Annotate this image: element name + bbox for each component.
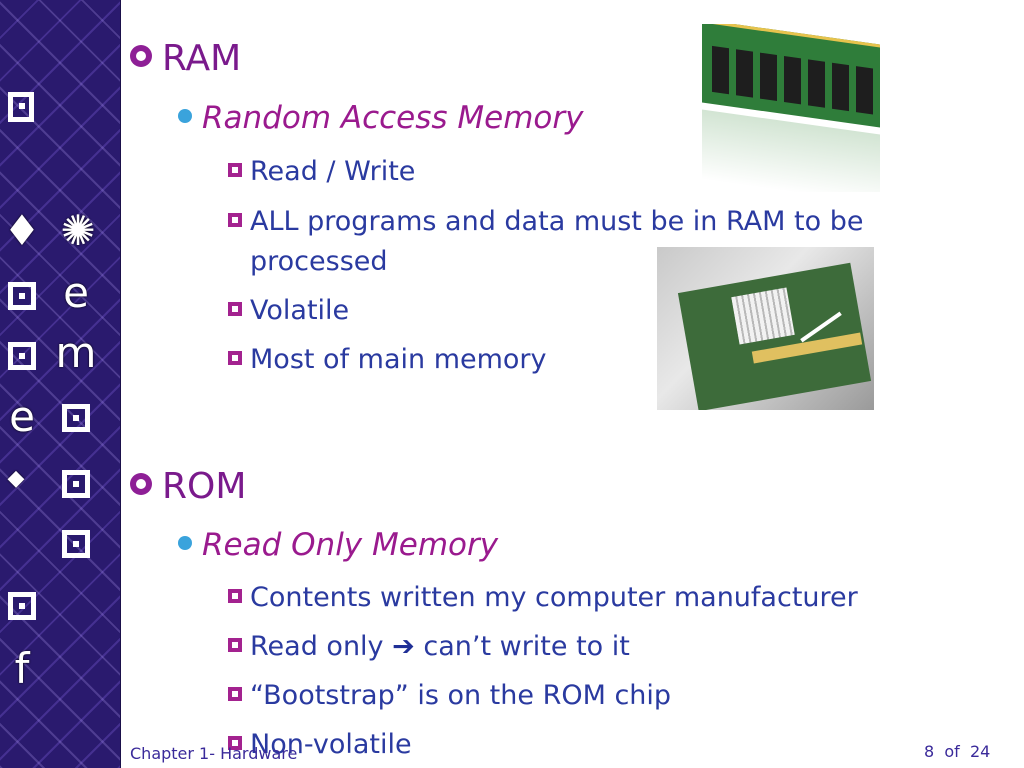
point-bullet-icon	[228, 686, 242, 701]
ram-stick	[702, 24, 880, 128]
heatsink	[731, 287, 795, 345]
subheading-rom: Read Only Memory	[178, 527, 498, 563]
point-main-memory: Most of main memory	[228, 344, 547, 375]
point-all-programs-continued: processed	[250, 246, 388, 277]
decorative-strip: ♦ ✺ e m e ◆ f	[0, 0, 121, 768]
square-glyph-icon	[62, 470, 90, 498]
square-glyph-icon	[62, 404, 90, 432]
symbol-glyph-icon: m	[55, 328, 97, 377]
arrow-right-icon: ➔	[392, 631, 415, 662]
point-volatile: Volatile	[228, 295, 349, 326]
point-bullet-icon	[228, 637, 242, 652]
point-non-volatile: Non-volatile	[228, 729, 412, 760]
memory-chip	[808, 59, 825, 108]
square-glyph-icon	[62, 530, 90, 558]
point-bootstrap: “Bootstrap” is on the ROM chip	[228, 680, 671, 711]
memory-chip	[712, 45, 729, 95]
subheading-ram: Random Access Memory	[178, 100, 583, 136]
point-bullet-icon	[228, 735, 242, 750]
memory-chip	[736, 49, 753, 98]
footer-page-number: 8 of 24	[924, 742, 991, 761]
point-bullet-icon	[228, 162, 242, 177]
heading-bullet-icon	[130, 473, 152, 495]
square-glyph-icon	[8, 592, 36, 620]
sparkle-glyph-icon: ✺	[60, 206, 96, 255]
square-glyph-icon	[8, 282, 36, 310]
dot-glyph-icon: ◆	[7, 466, 25, 491]
point-bullet-icon	[228, 350, 242, 365]
heading-ram: RAM	[130, 38, 241, 79]
symbol-glyph-icon: e	[63, 268, 89, 317]
diamond-glyph-icon: ♦	[3, 206, 41, 255]
memory-chip	[832, 62, 849, 112]
motherboard-image	[657, 247, 874, 410]
point-bullet-icon	[228, 212, 242, 227]
symbol-glyph-icon: f	[14, 644, 30, 693]
point-all-programs: ALL programs and data must be in RAM to …	[228, 206, 863, 237]
square-glyph-icon	[8, 342, 36, 370]
point-read-write: Read / Write	[228, 156, 415, 187]
symbol-glyph-icon: e	[9, 392, 35, 441]
square-glyph-icon	[8, 92, 34, 122]
heading-bullet-icon	[130, 45, 152, 67]
point-read-only: Read only ➔ can’t write to it	[228, 631, 630, 662]
memory-chip	[784, 56, 801, 105]
point-bullet-icon	[228, 588, 242, 603]
memory-chip	[760, 52, 777, 102]
subheading-bullet-icon	[178, 108, 192, 123]
point-contents-written: Contents written my computer manufacture…	[228, 582, 858, 613]
memory-chip	[856, 66, 873, 115]
point-bullet-icon	[228, 301, 242, 316]
heading-rom: ROM	[130, 466, 246, 507]
subheading-bullet-icon	[178, 535, 192, 550]
ram-module-image	[702, 24, 880, 192]
footer-chapter: Chapter 1- Hardware	[130, 744, 298, 763]
